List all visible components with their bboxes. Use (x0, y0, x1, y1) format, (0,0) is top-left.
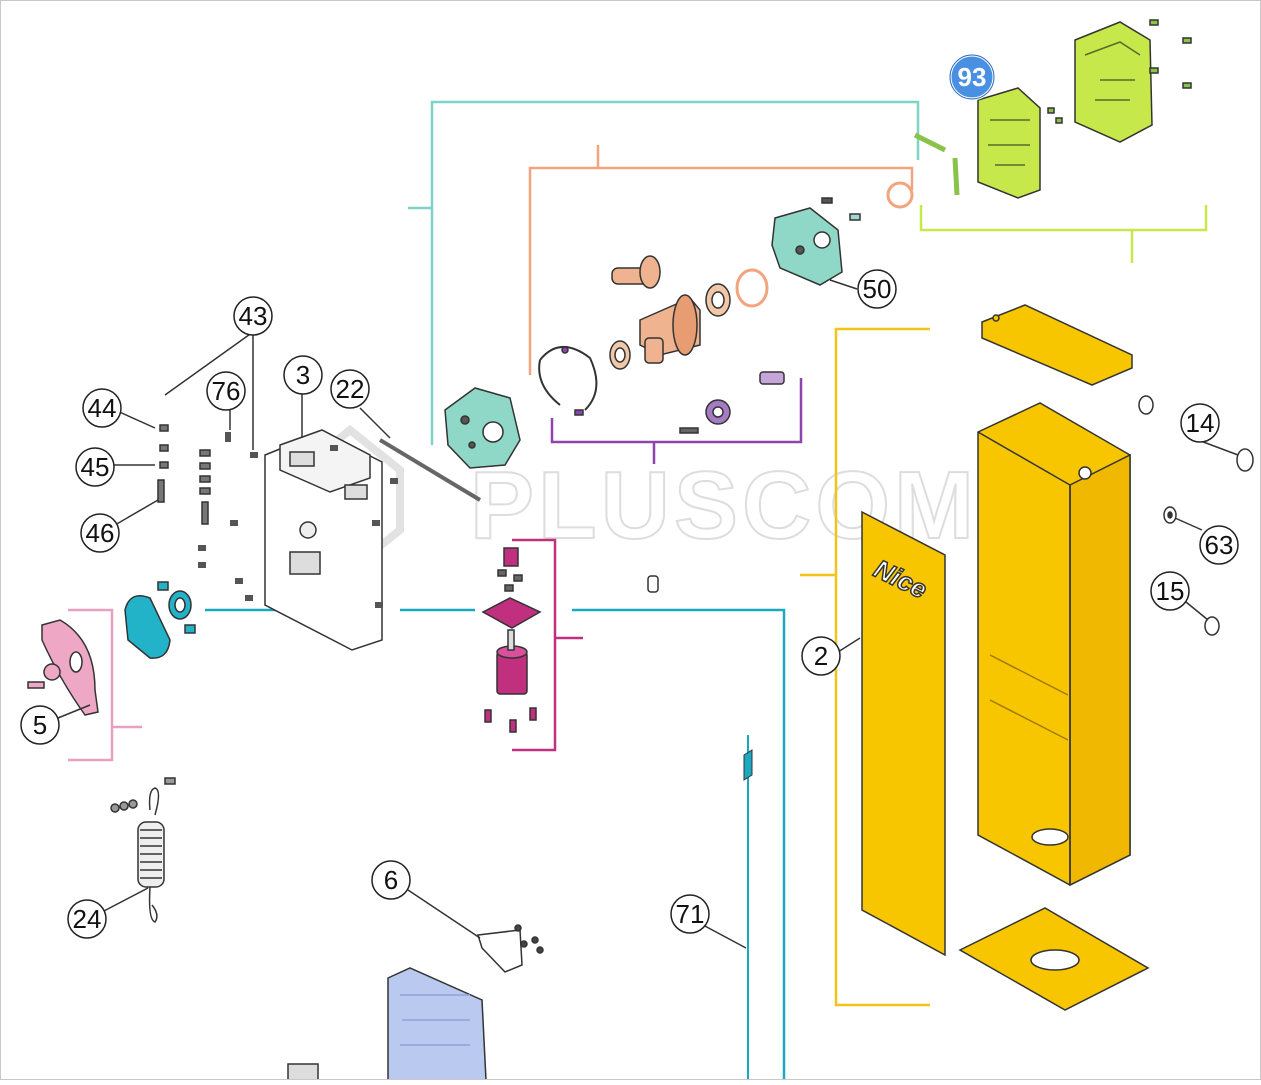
callout-circle (75, 447, 115, 487)
callout-label: 43 (239, 301, 268, 331)
part-blue-control-box (287, 967, 487, 1081)
badge-93-label: 93 (958, 62, 987, 92)
callout-label: 63 (1205, 530, 1234, 560)
part-purple-clip-gear (538, 346, 785, 434)
bracket-cyan-right (572, 608, 786, 1080)
bracket-salmon (528, 145, 914, 375)
callout-5: 5 (20, 705, 60, 745)
part-small-bushing (647, 575, 659, 593)
callout-45: 45 (75, 447, 115, 487)
part-bracket-6 (477, 924, 544, 973)
callout-label: 44 (88, 393, 117, 423)
callout-76: 76 (206, 371, 246, 411)
callout-circle (371, 860, 411, 900)
callout-label: 3 (296, 360, 310, 390)
callout-circle (330, 369, 370, 409)
callout-label: 71 (676, 899, 705, 929)
callout-label: 15 (1156, 576, 1185, 606)
callout-46: 46 (80, 513, 120, 553)
part-teal-plate-upper (771, 181, 914, 286)
part-spring (110, 777, 176, 923)
callout-circle (1180, 403, 1220, 443)
part-lime-gearbox (913, 19, 1192, 199)
callout-label: 50 (863, 274, 892, 304)
callout-circle (1199, 525, 1239, 565)
callout-circle (80, 513, 120, 553)
part-pink-lever (27, 619, 99, 716)
callout-label: 76 (212, 376, 241, 406)
callout-circle (670, 894, 710, 934)
part-cable-71 (743, 735, 753, 1080)
part-teal-plate-lower (444, 387, 521, 469)
callout-circle (801, 636, 841, 676)
callout-2: 2 (801, 636, 841, 676)
callout-label: 46 (86, 518, 115, 548)
callout-24: 24 (67, 899, 107, 939)
callout-22: 22 (330, 369, 370, 409)
bracket-magenta (512, 538, 583, 752)
part-hardware-right (1138, 395, 1254, 636)
callout-circle (1150, 571, 1190, 611)
callout-circle (82, 388, 122, 428)
callout-label: 2 (814, 641, 828, 671)
part-cyan-cam (124, 581, 196, 659)
callout-label: 45 (81, 452, 110, 482)
callout-44: 44 (82, 388, 122, 428)
callout-label: 22 (336, 374, 365, 404)
leader-lines (57, 279, 1239, 949)
part-yellow-door: Nice (861, 510, 946, 957)
callout-50: 50 (857, 269, 897, 309)
part-yellow-cabinet (977, 402, 1131, 887)
callout-circle (233, 296, 273, 336)
callout-label: 24 (73, 904, 102, 934)
callout-63: 63 (1199, 525, 1239, 565)
bracket-teal (408, 100, 920, 210)
part-yellow-base (958, 907, 1150, 1011)
callout-43: 43 (233, 296, 273, 336)
bracket-purple (550, 378, 803, 464)
part-yellow-lid (981, 304, 1133, 386)
callout-label: 6 (384, 865, 398, 895)
bracket-lime (919, 205, 1208, 263)
callout-3: 3 (283, 355, 323, 395)
callout-circle (67, 899, 107, 939)
bracket-pink (68, 608, 142, 762)
callout-6: 6 (371, 860, 411, 900)
callout-circle (283, 355, 323, 395)
callout-circle (206, 371, 246, 411)
badge-93: 93 (948, 53, 996, 101)
part-main-plate (157, 424, 482, 651)
callout-15: 15 (1150, 571, 1190, 611)
callout-14: 14 (1180, 403, 1220, 443)
callout-label: 14 (1186, 408, 1215, 438)
callout-label: 5 (33, 710, 47, 740)
callout-circle (20, 705, 60, 745)
part-salmon-gears (609, 255, 769, 370)
callout-circle (857, 269, 897, 309)
part-magenta-motor (481, 547, 542, 733)
callouts: 43 44 45 46 76 3 22 5 24 6 71 50 2 14 63 15 (20, 269, 1239, 939)
callout-71: 71 (670, 894, 710, 934)
